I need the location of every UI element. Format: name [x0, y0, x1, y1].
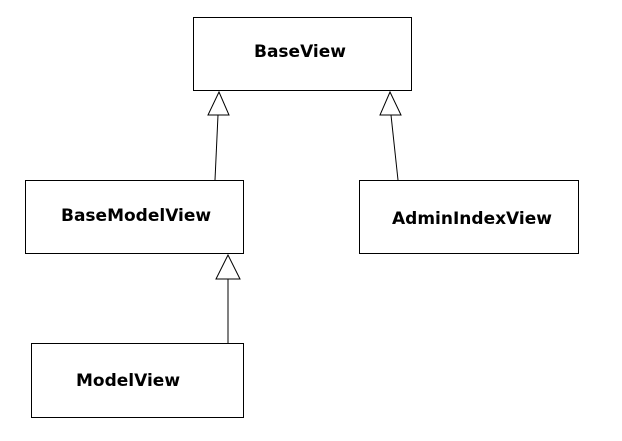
inheritance-arrowhead-icon [207, 90, 230, 116]
class-box-modelview [31, 343, 244, 418]
class-label-adminindexview: AdminIndexView [392, 209, 552, 229]
class-box-baseview [193, 17, 412, 91]
inheritance-arrowhead-icon [215, 253, 241, 280]
class-label-basemodelview: BaseModelView [61, 206, 212, 226]
class-box-basemodelview [25, 180, 244, 254]
class-box-adminindexview [359, 180, 579, 254]
class-label-modelview: ModelView [76, 371, 181, 391]
edge-adminindexview-to-baseview [390, 114, 399, 181]
class-label-baseview: BaseView [254, 42, 346, 62]
edge-basemodelview-to-baseview [214, 114, 219, 181]
inheritance-arrowhead-icon [379, 90, 402, 116]
